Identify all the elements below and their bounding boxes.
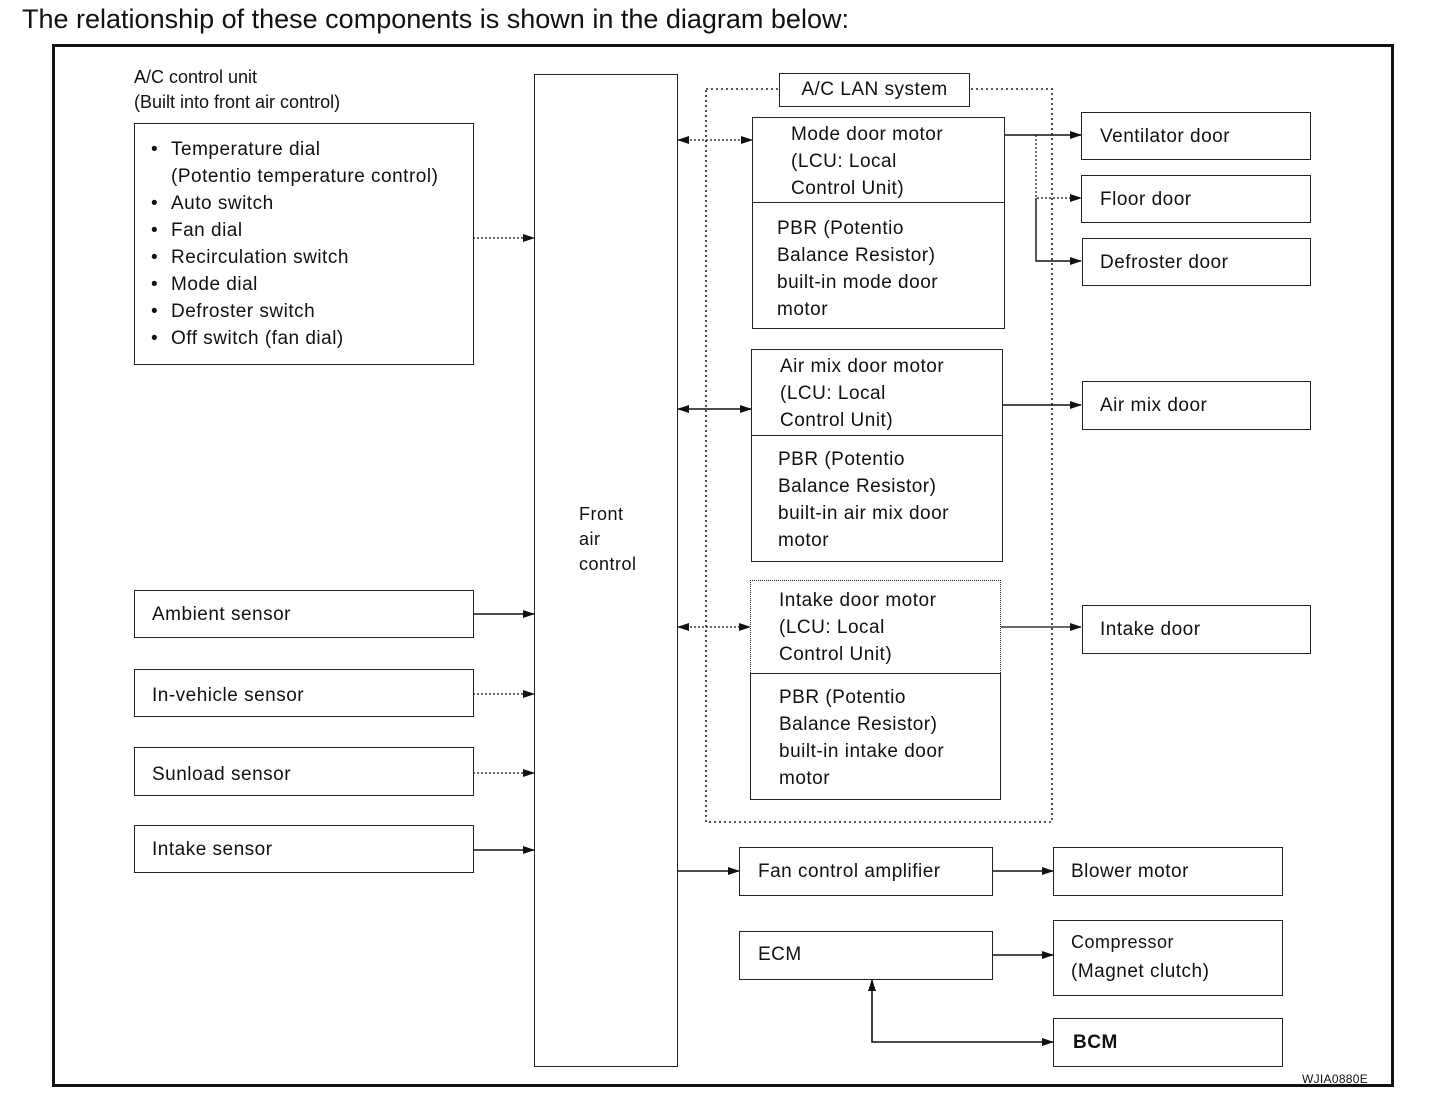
airmix-motor-lcu-box: Air mix door motor (LCU: Local Control U… (751, 349, 1003, 437)
compressor-box: Compressor (Magnet clutch) (1053, 920, 1283, 996)
front-air-control-label-1: Front (579, 504, 624, 524)
lan-system-boundary (705, 88, 1053, 823)
airmix-motor-pbr-box: PBR (Potentio Balance Resistor) built-in… (751, 435, 1003, 562)
ventilator-door-label: Ventilator door (1100, 126, 1231, 147)
mode-motor-lcu-line-3: Control Unit) (791, 178, 905, 199)
airmix-motor-lcu-line-2: (LCU: Local (780, 383, 886, 404)
list-item: (Potentio temperature control) (171, 166, 439, 187)
list-item: Fan dial (143, 217, 438, 244)
airmix-motor-lcu-line-1: Air mix door motor (780, 356, 945, 377)
mode-motor-lcu-line-2: (LCU: Local (791, 151, 897, 172)
intake-motor-pbr-line-4: motor (779, 768, 831, 789)
floor-door-box: Floor door (1081, 175, 1311, 223)
intake-motor-pbr-line-2: Balance Resistor) (779, 714, 938, 735)
ecm-box: ECM (739, 931, 993, 980)
ac-control-unit-box: Temperature dial (Potentio temperature c… (134, 123, 474, 365)
airmix-motor-lcu-line-3: Control Unit) (780, 410, 894, 431)
bcm-label: BCM (1073, 1032, 1118, 1053)
air-mix-door-label: Air mix door (1100, 395, 1208, 416)
intake-door-box: Intake door (1082, 605, 1311, 654)
figure-code: WJIA0880E (1302, 1072, 1369, 1086)
intake-door-label: Intake door (1100, 619, 1201, 640)
intake-motor-lcu-box: Intake door motor (LCU: Local Control Un… (750, 580, 1001, 675)
blower-motor-label: Blower motor (1071, 861, 1189, 882)
in-vehicle-sensor-box: In-vehicle sensor (134, 669, 474, 717)
mode-motor-pbr-line-2: Balance Resistor) (777, 245, 936, 266)
front-air-control-label-2: air (579, 529, 601, 549)
list-item: Recirculation switch (143, 244, 438, 271)
mode-motor-pbr-line-3: built-in mode door (777, 272, 939, 293)
ventilator-door-box: Ventilator door (1081, 112, 1311, 160)
intake-motor-lcu-line-2: (LCU: Local (779, 617, 885, 638)
sunload-sensor-label: Sunload sensor (152, 764, 292, 785)
blower-motor-box: Blower motor (1053, 847, 1283, 896)
airmix-motor-pbr-line-2: Balance Resistor) (778, 476, 937, 497)
ecm-label: ECM (758, 944, 802, 965)
diagram-frame (52, 44, 1394, 1087)
front-air-control-box: Front air control (534, 74, 678, 1067)
defroster-door-label: Defroster door (1100, 252, 1229, 273)
intake-motor-pbr-line-3: built-in intake door (779, 741, 945, 762)
ambient-sensor-box: Ambient sensor (134, 590, 474, 638)
lan-system-label: A/C LAN system (779, 73, 970, 107)
ac-control-unit-subtitle: (Built into front air control) (134, 92, 341, 112)
compressor-label-1: Compressor (1071, 932, 1175, 952)
air-mix-door-box: Air mix door (1082, 381, 1311, 430)
list-item: Mode dial (143, 271, 438, 298)
list-item: Auto switch (143, 190, 438, 217)
intake-motor-pbr-box: PBR (Potentio Balance Resistor) built-in… (750, 673, 1001, 800)
sunload-sensor-box: Sunload sensor (134, 747, 474, 796)
intake-sensor-label: Intake sensor (152, 839, 273, 860)
mode-motor-lcu-box: Mode door motor (LCU: Local Control Unit… (752, 117, 1005, 204)
ac-control-unit-title: A/C control unit (134, 67, 258, 87)
ambient-sensor-label: Ambient sensor (152, 604, 292, 625)
compressor-label-2: (Magnet clutch) (1071, 961, 1210, 982)
list-item: Off switch (fan dial) (143, 325, 438, 352)
in-vehicle-sensor-label: In-vehicle sensor (152, 685, 305, 706)
intake-motor-lcu-line-1: Intake door motor (779, 590, 937, 611)
airmix-motor-pbr-line-3: built-in air mix door (778, 503, 949, 524)
mode-motor-pbr-line-4: motor (777, 299, 829, 320)
arrow-ecm-bcm (868, 979, 1054, 1046)
bcm-box: BCM (1053, 1018, 1283, 1067)
intake-motor-pbr-line-1: PBR (Potentio (779, 687, 906, 708)
floor-door-label: Floor door (1100, 189, 1192, 210)
airmix-motor-pbr-line-4: motor (778, 530, 830, 551)
mode-motor-pbr-box: PBR (Potentio Balance Resistor) built-in… (752, 202, 1005, 329)
arrow-mode-to-floor (1035, 135, 1082, 202)
intro-text: The relationship of these components is … (22, 4, 849, 34)
defroster-door-box: Defroster door (1082, 238, 1311, 286)
mode-motor-pbr-line-1: PBR (Potentio (777, 218, 904, 239)
airmix-motor-pbr-line-1: PBR (Potentio (778, 449, 905, 470)
fan-control-amplifier-label: Fan control amplifier (758, 861, 941, 882)
list-item: Temperature dial (143, 136, 438, 163)
intake-motor-lcu-line-3: Control Unit) (779, 644, 893, 665)
list-item: Defroster switch (143, 298, 438, 325)
arrow-mode-to-defroster (1035, 198, 1082, 265)
intake-sensor-box: Intake sensor (134, 825, 474, 873)
fan-control-amplifier-box: Fan control amplifier (739, 847, 993, 896)
mode-motor-lcu-line-1: Mode door motor (791, 124, 944, 145)
ac-control-unit-list: Temperature dial (Potentio temperature c… (143, 136, 438, 352)
front-air-control-label-3: control (579, 554, 637, 574)
